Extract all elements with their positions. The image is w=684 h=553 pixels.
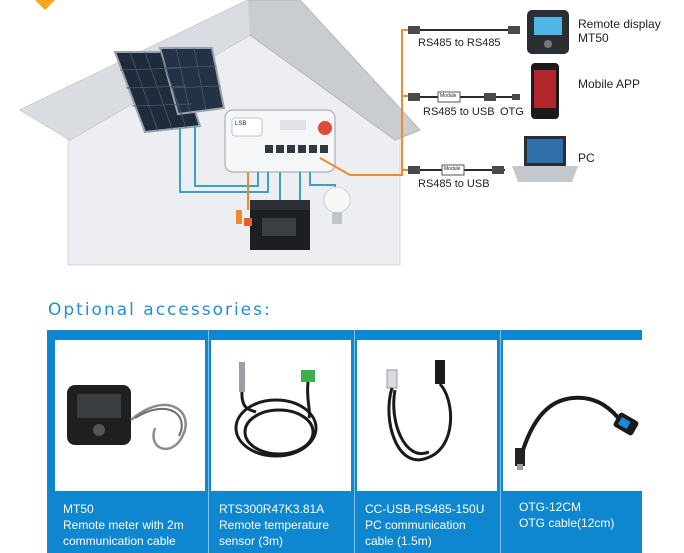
divider bbox=[500, 330, 501, 553]
remote-display-icon bbox=[527, 10, 569, 54]
divider bbox=[208, 330, 209, 553]
sensor-icon bbox=[236, 210, 252, 226]
battery-icon bbox=[250, 200, 310, 250]
otg-cable-icon bbox=[515, 395, 639, 470]
house-illustration bbox=[18, 0, 578, 266]
accessory-card-mt50[interactable] bbox=[55, 340, 205, 491]
accessory-text-otg-cable: OTG-12CM OTG cable(12cm) bbox=[519, 500, 615, 530]
remote-meter-icon bbox=[67, 385, 187, 451]
system-diagram: RS485 to RS485 RS485 to USB OTG RS485 to… bbox=[18, 0, 661, 266]
link-label-rs485-usb-pc: RS485 to USB bbox=[418, 178, 490, 190]
accessory-card-temp-sensor[interactable] bbox=[211, 340, 351, 491]
module-label-pc: Module bbox=[444, 166, 461, 172]
accessories-title: Optional accessories: bbox=[48, 300, 272, 320]
accessory-card-otg-cable[interactable] bbox=[503, 340, 643, 491]
device-label-mobile-app: Mobile APP bbox=[578, 77, 641, 91]
solar-panel-icon bbox=[113, 47, 226, 134]
temperature-sensor-icon bbox=[234, 362, 318, 458]
accessory-text-temp-sensor: RTS300R47K3.81A Remote temperature senso… bbox=[219, 502, 330, 548]
accessories-panel: MT50 Remote meter with 2m communication … bbox=[47, 330, 643, 553]
laptop-icon bbox=[512, 136, 578, 182]
link-label-rs485-usb: RS485 to USB bbox=[423, 106, 495, 118]
usb-cable-icon bbox=[386, 360, 453, 462]
accessory-text-mt50: MT50 Remote meter with 2m communication … bbox=[63, 502, 184, 548]
mobile-phone-icon bbox=[531, 63, 559, 119]
link-label-rs485: RS485 to RS485 bbox=[418, 37, 501, 49]
light-bulb-icon bbox=[323, 186, 351, 224]
sun-icon bbox=[35, 0, 55, 10]
controller-brand: LSB bbox=[235, 121, 247, 127]
link-label-otg: OTG bbox=[500, 106, 524, 118]
device-label-pc: PC bbox=[578, 151, 595, 165]
divider bbox=[354, 330, 355, 553]
device-label-remote-display: Remote display MT50 bbox=[578, 17, 661, 45]
accessory-text-usb-cable: CC-USB-RS485-150U PC communication cable… bbox=[365, 502, 485, 548]
module-label: Module bbox=[440, 93, 457, 99]
charge-controller-icon bbox=[224, 109, 336, 173]
accessory-card-usb-cable[interactable] bbox=[357, 340, 497, 491]
